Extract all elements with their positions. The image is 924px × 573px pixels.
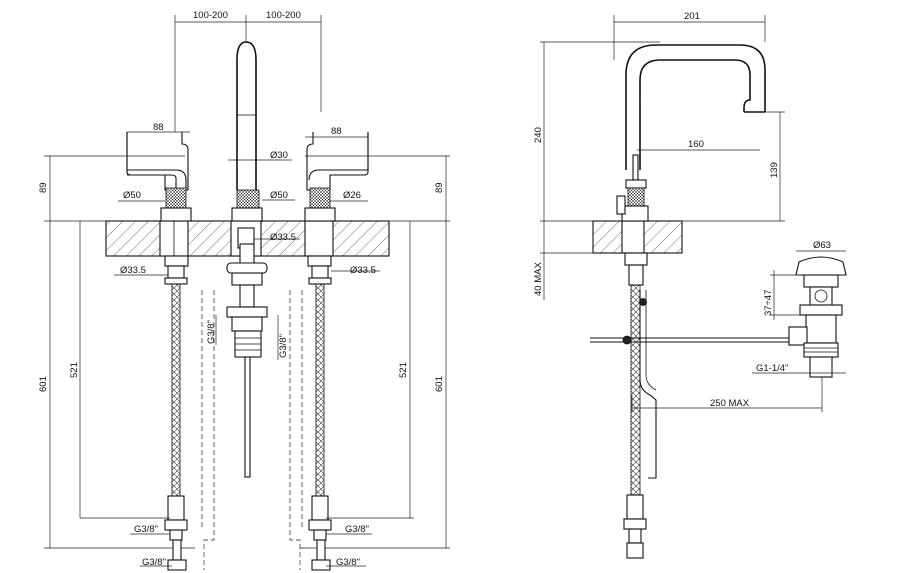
dim-phi30: Ø30 — [270, 150, 288, 161]
side-hose — [623, 284, 657, 559]
dim-g38-right-lower: G3/8" — [336, 557, 360, 568]
side-knurl — [627, 187, 645, 207]
dim-601-right: 601 — [434, 376, 445, 392]
dim-88-left: 88 — [153, 122, 164, 133]
alternate-hoses-dashed — [201, 290, 303, 570]
dim-521-left: 521 — [69, 362, 80, 378]
dim-601-left: 601 — [38, 376, 49, 392]
dim-89-right: 89 — [434, 182, 445, 193]
side-spout — [616, 44, 766, 286]
left-handle — [126, 132, 192, 267]
dim-phi63: Ø63 — [813, 240, 831, 251]
right-hose — [308, 265, 332, 571]
right-knurl — [309, 187, 331, 209]
left-knurl — [165, 187, 187, 209]
dim-40-max: 40 MAX — [533, 262, 544, 296]
dim-160: 160 — [688, 139, 704, 150]
dim-139: 139 — [769, 162, 780, 178]
dim-g38-vertical-left: G3/8" — [206, 320, 217, 344]
dim-phi26: Ø26 — [343, 190, 361, 201]
dim-37-47: 37÷47 — [763, 290, 774, 316]
dim-100-200-left: 100-200 — [193, 10, 228, 21]
dim-phi50-left: Ø50 — [123, 190, 141, 201]
front-view: 100-200 100-200 88 88 89 89 Ø30 Ø50 Ø50 … — [38, 10, 450, 571]
left-hose — [164, 265, 188, 571]
dim-g1-1-4: G1-1/4" — [756, 363, 788, 374]
side-view: 201 240 160 139 40 MAX Ø63 37÷47 G1-1/4"… — [533, 11, 847, 559]
center-knurl — [236, 189, 260, 209]
drain-assembly — [788, 256, 847, 378]
right-handle — [304, 132, 369, 267]
dim-250-max: 250 MAX — [710, 398, 750, 409]
dim-phi33-5-right: Ø33.5 — [350, 265, 376, 276]
dim-g38-vertical-right: G3/8" — [278, 334, 289, 358]
dim-201: 201 — [684, 11, 700, 22]
dim-88-right: 88 — [331, 126, 342, 137]
dim-89-left: 89 — [38, 182, 49, 193]
dim-g38-left-upper: G3/8" — [134, 524, 158, 535]
dim-521-right: 521 — [398, 362, 409, 378]
dim-phi33-5-center: Ø33.5 — [270, 232, 296, 243]
pop-up-rod — [590, 298, 805, 345]
dim-phi50-center: Ø50 — [270, 190, 288, 201]
dim-g38-left-lower: G3/8" — [142, 557, 166, 568]
dim-100-200-right: 100-200 — [266, 10, 301, 21]
dim-phi33-5-left: Ø33.5 — [120, 265, 146, 276]
dim-g38-right-upper: G3/8" — [345, 524, 369, 535]
dim-240: 240 — [533, 127, 544, 143]
center-spout — [226, 41, 268, 478]
